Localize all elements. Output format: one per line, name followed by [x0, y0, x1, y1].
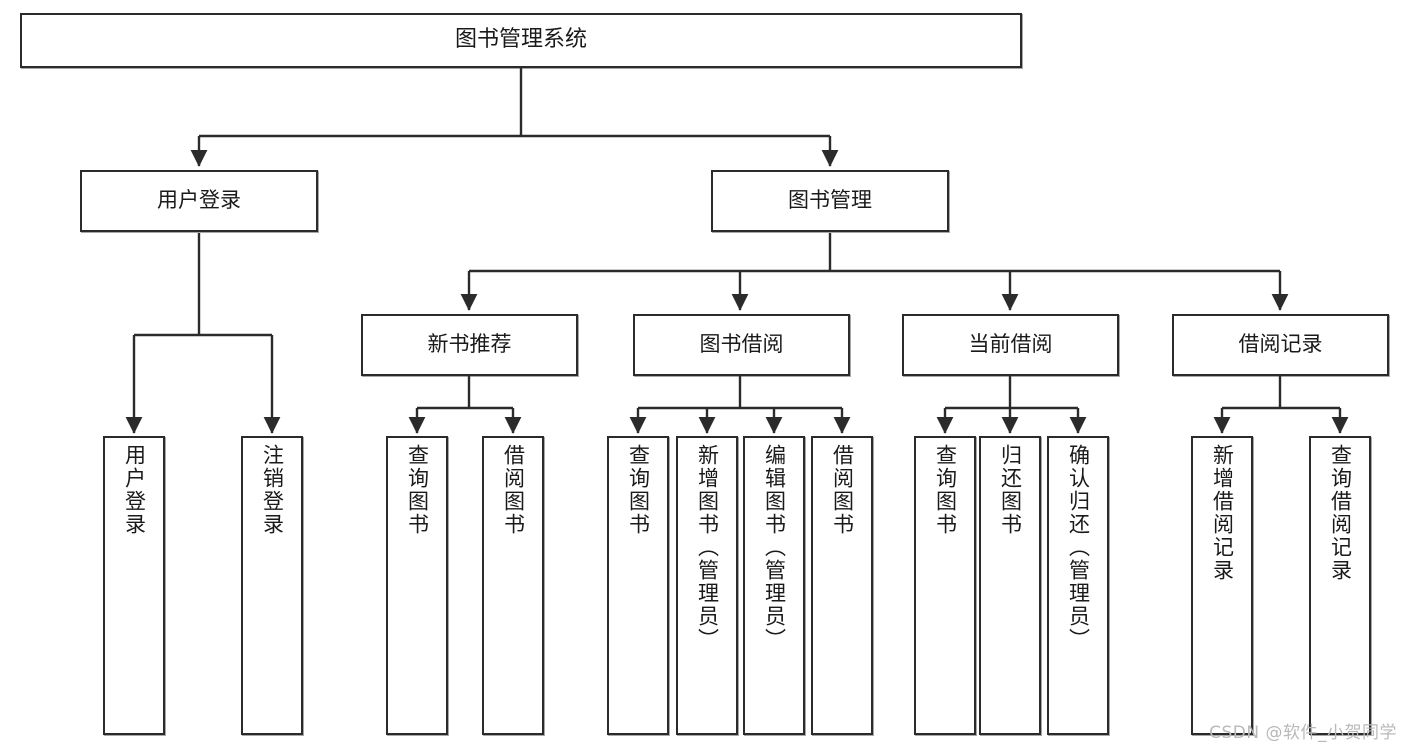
- node-label: 确认归还（管理员）: [1066, 444, 1091, 651]
- node-label: 图书管理系统: [454, 27, 587, 53]
- node-current-borrow[interactable]: 当前借阅: [902, 314, 1119, 376]
- node-leaf-user-logout[interactable]: 注销登录: [241, 436, 303, 735]
- node-label: 新增借阅记录: [1210, 444, 1235, 582]
- node-leaf-query-book-2[interactable]: 查询图书: [607, 436, 669, 735]
- node-leaf-query-book-1[interactable]: 查询图书: [386, 436, 448, 735]
- node-label: 新书推荐: [427, 332, 512, 357]
- node-label: 注销登录: [260, 444, 285, 536]
- node-leaf-query-record[interactable]: 查询借阅记录: [1309, 436, 1371, 735]
- node-borrow-record[interactable]: 借阅记录: [1172, 314, 1389, 376]
- node-label: 归还图书: [998, 444, 1023, 536]
- node-leaf-borrow-book-2[interactable]: 借阅图书: [811, 436, 873, 735]
- node-label: 查询图书: [933, 444, 958, 536]
- node-label: 借阅记录: [1238, 332, 1323, 357]
- node-book-manage[interactable]: 图书管理: [711, 170, 949, 232]
- node-label: 图书管理: [788, 188, 872, 213]
- node-leaf-add-record[interactable]: 新增借阅记录: [1191, 436, 1253, 735]
- node-label: 借阅图书: [830, 444, 855, 536]
- node-leaf-user-login[interactable]: 用户登录: [103, 436, 165, 735]
- node-label: 图书借阅: [699, 332, 784, 357]
- csdn-watermark: CSDN @软件_小贺同学: [1209, 723, 1397, 743]
- node-book-borrow[interactable]: 图书借阅: [633, 314, 850, 376]
- node-label: 查询借阅记录: [1328, 444, 1353, 582]
- node-label: 当前借阅: [968, 332, 1053, 357]
- node-leaf-return-book[interactable]: 归还图书: [979, 436, 1041, 735]
- node-label: 用户登录: [122, 444, 147, 536]
- node-root-system[interactable]: 图书管理系统: [20, 13, 1022, 68]
- node-label: 编辑图书（管理员）: [762, 444, 787, 651]
- node-label: 新增图书（管理员）: [695, 444, 720, 651]
- node-label: 用户登录: [157, 188, 241, 213]
- node-label: 查询图书: [405, 444, 430, 536]
- node-user-login[interactable]: 用户登录: [80, 170, 318, 232]
- node-label: 借阅图书: [501, 444, 526, 536]
- node-leaf-confirm-return[interactable]: 确认归还（管理员）: [1047, 436, 1109, 735]
- node-new-book-rec[interactable]: 新书推荐: [361, 314, 578, 376]
- node-label: 查询图书: [626, 444, 651, 536]
- node-leaf-query-book-3[interactable]: 查询图书: [914, 436, 976, 735]
- node-leaf-add-book[interactable]: 新增图书（管理员）: [676, 436, 738, 735]
- node-leaf-borrow-book-1[interactable]: 借阅图书: [482, 436, 544, 735]
- node-leaf-edit-book[interactable]: 编辑图书（管理员）: [743, 436, 805, 735]
